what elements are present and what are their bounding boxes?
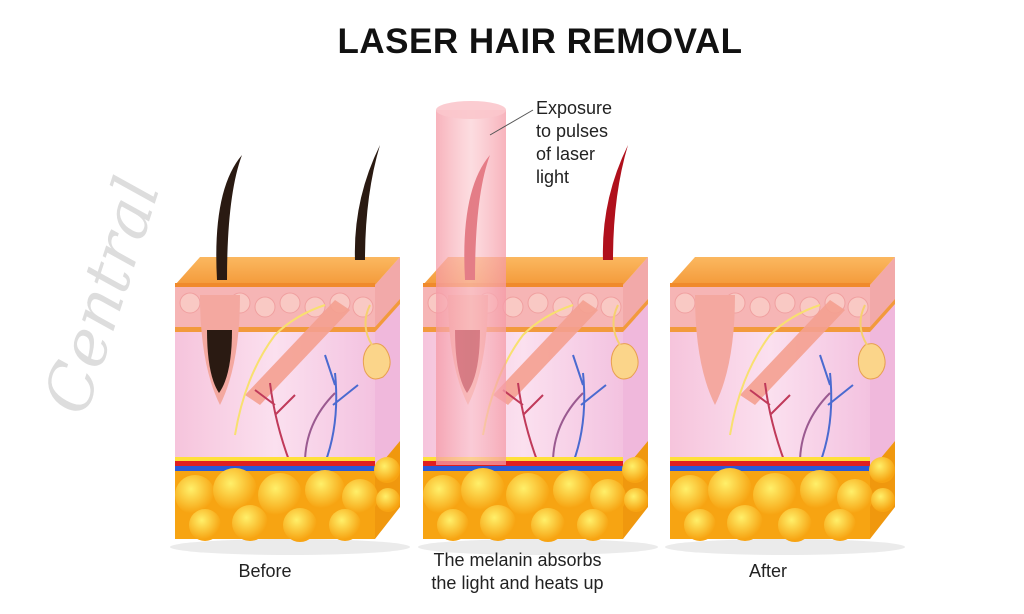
skin-block-before — [169, 145, 411, 556]
annotation-line: to pulses — [536, 121, 609, 141]
label-melanin: The melanin absorbs the light and heats … — [410, 549, 625, 595]
laser-beam — [436, 101, 506, 465]
annotation-line: Exposure — [536, 98, 613, 118]
label-line: The melanin absorbs — [433, 550, 602, 570]
label-after: After — [748, 561, 787, 581]
annotation-laser-exposure: Exposure to pulses of laser light — [536, 97, 612, 189]
label-before: Before — [238, 561, 292, 581]
annotation-line: light — [536, 167, 570, 187]
label-line: the light and heats up — [431, 573, 604, 593]
page-title: LASER HAIR REMOVAL — [337, 22, 743, 61]
skin-block-after — [664, 256, 906, 556]
annotation-leader-line — [489, 109, 534, 136]
annotation-line: of laser — [536, 144, 596, 164]
